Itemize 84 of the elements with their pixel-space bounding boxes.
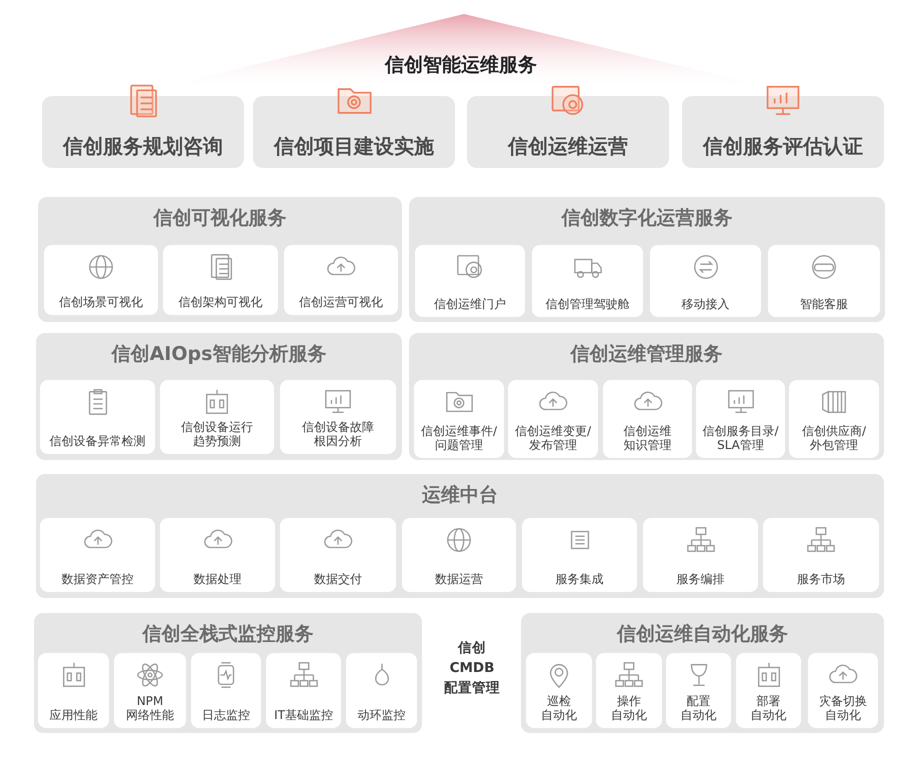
service-panel (36, 474, 884, 598)
cmdb-label: 信创 CMDB 配置管理 (443, 639, 501, 698)
service-label: 应用性能 (48, 708, 98, 722)
service-card (280, 380, 396, 454)
category-title: 信创服务规划咨询 (62, 133, 224, 160)
service-label: 数据资产管控 (60, 572, 134, 586)
category-title: 信创项目建设实施 (272, 133, 435, 160)
service-card (114, 653, 186, 728)
service-label: IT基础监控 (273, 708, 334, 722)
service-card (346, 653, 417, 728)
diagram-title: 信创智能运维服务 (384, 53, 538, 78)
service-label: 信创运维知识管理 (622, 424, 672, 452)
service-card (696, 380, 785, 458)
service-label: 信创设备运行趋势预测 (180, 420, 254, 448)
service-card (160, 518, 275, 592)
service-panel (34, 613, 422, 733)
service-label: 信创运营可视化 (298, 295, 384, 309)
service-panel (409, 197, 885, 322)
panel-heading: 信创数字化运营服务 (560, 206, 734, 231)
service-card (596, 653, 662, 728)
service-card (532, 245, 643, 317)
service-label: 移动接入 (680, 297, 730, 311)
service-label: 数据交付 (313, 572, 363, 586)
service-card (643, 518, 758, 592)
service-card (191, 653, 261, 728)
service-label: 部署自动化 (750, 694, 788, 722)
category-title: 信创服务评估认证 (702, 133, 864, 160)
panel-heading: 信创全栈式监控服务 (141, 622, 314, 647)
service-panel (409, 333, 884, 460)
service-label: 信创设备故障根因分析 (301, 420, 375, 448)
service-card (163, 245, 278, 315)
service-card (763, 518, 879, 592)
service-card (414, 380, 504, 458)
service-label: 信创场景可视化 (58, 295, 144, 309)
panel-heading: 信创可视化服务 (152, 206, 288, 231)
service-label: 配置自动化 (680, 694, 718, 722)
service-label: 信创设备异常检测 (48, 434, 146, 448)
service-panel (36, 333, 402, 460)
service-label: 信创管理驾驶舱 (544, 297, 630, 311)
panel-heading: 信创运维管理服务 (569, 342, 724, 367)
service-label: 信创运维变更/发布管理 (514, 424, 592, 452)
service-label: 灾备切换自动化 (818, 694, 868, 722)
service-card (44, 245, 158, 315)
service-label: 信创运维门户 (433, 297, 507, 311)
service-card (40, 518, 155, 592)
service-label: 巡检自动化 (540, 694, 578, 722)
service-card (160, 380, 274, 454)
service-card (508, 380, 598, 458)
panel-heading: 运维中台 (421, 483, 499, 508)
service-label: 智能客服 (799, 297, 849, 311)
service-label: 动环监控 (356, 708, 406, 722)
service-card (402, 518, 516, 592)
service-card (526, 653, 592, 728)
service-card (650, 245, 761, 317)
service-card (280, 518, 396, 592)
service-panel (521, 613, 884, 733)
service-card (736, 653, 801, 728)
service-label: 信创运维事件/问题管理 (420, 424, 498, 452)
service-card (284, 245, 398, 315)
service-card (522, 518, 637, 592)
service-label: 服务编排 (676, 572, 726, 586)
panel-heading: 信创AIOps智能分析服务 (110, 342, 328, 367)
category-title: 信创运维运营 (506, 133, 629, 160)
service-card (38, 653, 109, 728)
service-label: 信创服务目录/SLA管理 (701, 424, 780, 452)
service-card (808, 653, 878, 728)
service-label: 信创架构可视化 (178, 295, 264, 309)
service-label: 日志监控 (201, 708, 251, 722)
service-label: 服务集成 (554, 572, 604, 586)
service-card (40, 380, 155, 454)
service-label: NPM 网络性能 (125, 694, 175, 722)
service-card (666, 653, 731, 728)
service-label: 服务市场 (796, 572, 846, 586)
service-card (603, 380, 692, 458)
service-card (266, 653, 341, 728)
service-card (415, 245, 525, 317)
service-label: 操作自动化 (610, 694, 648, 722)
service-label: 数据处理 (192, 572, 242, 586)
service-panel (38, 197, 402, 322)
panel-heading: 信创运维自动化服务 (616, 622, 789, 647)
service-card (768, 245, 880, 317)
service-card (789, 380, 879, 458)
service-label: 信创供应商/外包管理 (800, 424, 868, 452)
service-label: 数据运营 (434, 572, 484, 586)
